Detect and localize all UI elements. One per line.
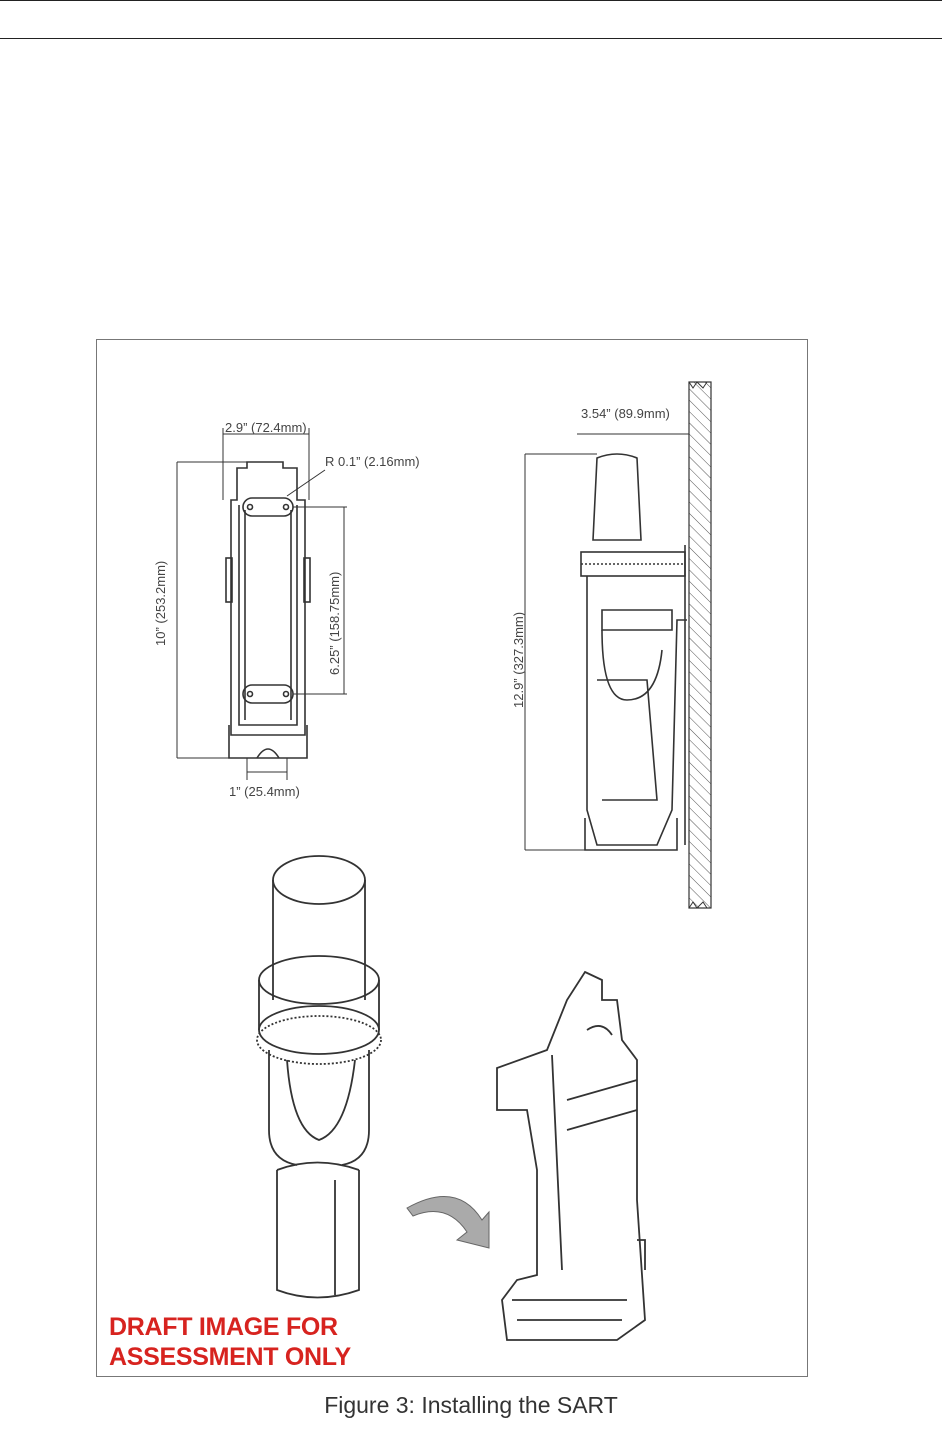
dim-bottom-width: 1” (25.4mm)	[229, 784, 300, 799]
figure-frame: 2.9” (72.4mm) R 0.1” (2.16mm) 10” (253.2…	[96, 339, 808, 1377]
dim-radius: R 0.1” (2.16mm)	[325, 454, 420, 469]
dim-wall-offset: 3.54” (89.9mm)	[581, 406, 670, 421]
draft-notice-line1: DRAFT IMAGE FOR	[109, 1312, 351, 1342]
sart-unit-isometric	[257, 856, 381, 1298]
dim-hole-spacing: 6.25” (158.75mm)	[327, 572, 342, 675]
curved-arrow	[407, 1196, 489, 1248]
draft-notice-line2: ASSESSMENT ONLY	[109, 1342, 351, 1372]
installation-drawing	[97, 340, 807, 1376]
header-rule-bottom	[0, 38, 942, 39]
front-view-dimension-lines	[177, 428, 347, 780]
dim-top-width: 2.9” (72.4mm)	[225, 420, 307, 435]
dim-mounted-height: 12.9” (327.3mm)	[511, 612, 526, 708]
side-view-mounted	[525, 382, 711, 908]
dim-overall-height: 10” (253.2mm)	[153, 561, 168, 646]
figure-caption: Figure 3: Installing the SART	[0, 1392, 942, 1419]
bracket-isometric	[497, 972, 645, 1340]
header-rule-top	[0, 0, 942, 1]
draft-notice: DRAFT IMAGE FOR ASSESSMENT ONLY	[109, 1312, 351, 1372]
bracket-front-view	[226, 462, 310, 758]
